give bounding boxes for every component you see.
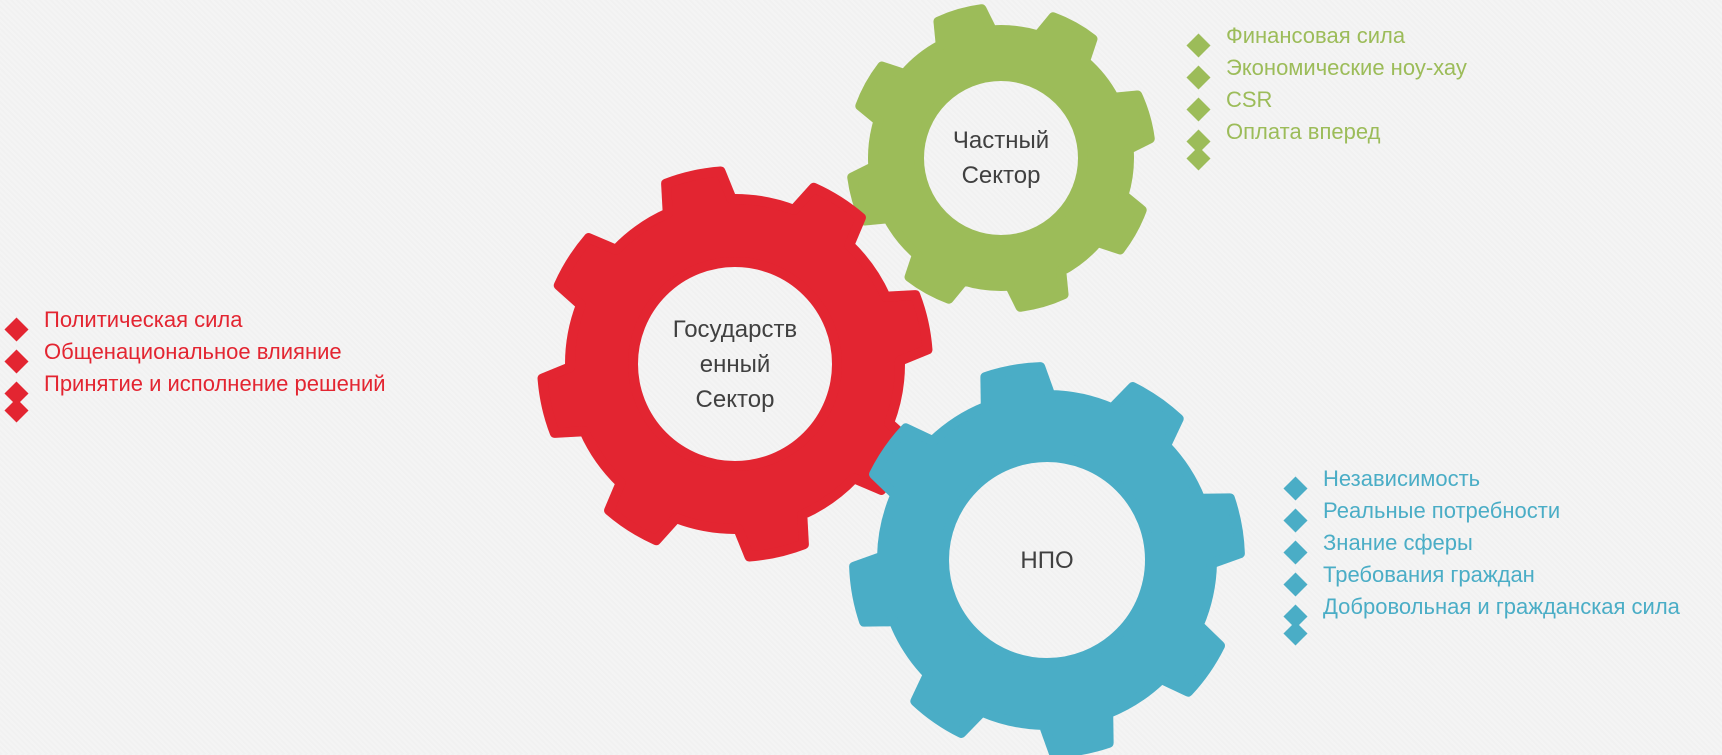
diamond-bullet-icon [1283,621,1308,646]
list-item-text: Знание сферы [1323,530,1473,555]
list-item: Реальные потребности [1279,495,1680,533]
list-item-text: Требования граждан [1323,562,1535,587]
gear-state-label: Государств енный Сектор [540,169,930,559]
list-item-text: Финансовая сила [1226,23,1406,48]
gear-state-icon [537,166,933,562]
list-item-text: Добровольная и гражданская сила [1323,594,1680,619]
gear-private-icon [847,4,1155,312]
diamond-bullet-icon [1186,146,1211,171]
list-item-text: Принятие и исполнение решений [44,371,386,396]
gear-private-sector: Частный Сектор [847,4,1155,312]
gear-ngo-icon [849,362,1245,755]
list-item: Общенациональное влияние [0,336,386,374]
gear-state-sector: Государств енный Сектор [537,166,933,562]
gear-private-label-line-1: Частный [952,127,1050,154]
gear-private-label: Частный Сектор [851,8,1151,308]
list-item-empty [1279,621,1680,655]
state-sector-list: Политическая сила Общенациональное влиян… [0,304,386,432]
gear-private-label-line-2: Сектор [961,162,1041,189]
list-item: Принятие и исполнение решений [0,368,386,406]
ngo-list: Независимость Реальные потребности Знани… [1279,463,1680,655]
gear-ngo: НПО [849,362,1245,755]
list-item: Оплата вперед [1182,116,1467,154]
list-item: Требования граждан [1279,559,1680,597]
list-item: Экономические ноу-хау [1182,52,1467,90]
list-item-empty [1182,146,1467,180]
gear-state-label-line-1: Государств [672,315,798,343]
private-sector-list: Финансовая сила Экономические ноу-хау CS… [1182,20,1467,180]
list-item: Независимость [1279,463,1680,501]
list-item: CSR [1182,84,1467,122]
gear-ngo-label-line-1: НПО [1020,546,1074,574]
list-item: Добровольная и гражданская сила [1279,591,1680,629]
list-item-text: CSR [1226,87,1273,112]
list-item-text: Оплата вперед [1226,119,1381,144]
list-item-text: Реальные потребности [1323,498,1561,523]
diamond-bullet-icon [4,398,29,423]
list-item-text: Общенациональное влияние [44,339,342,364]
list-item: Финансовая сила [1182,20,1467,58]
gear-state-label-line-3: Сектор [695,385,775,413]
list-item-text: Экономические ноу-хау [1226,55,1467,80]
list-item: Знание сферы [1279,527,1680,565]
gear-ngo-label: НПО [852,365,1242,755]
list-item-text: Политическая сила [44,307,243,332]
gear-state-label-line-2: енный [699,350,771,378]
list-item: Политическая сила [0,304,386,342]
list-item-empty [0,398,386,432]
list-item-text: Независимость [1323,466,1481,491]
